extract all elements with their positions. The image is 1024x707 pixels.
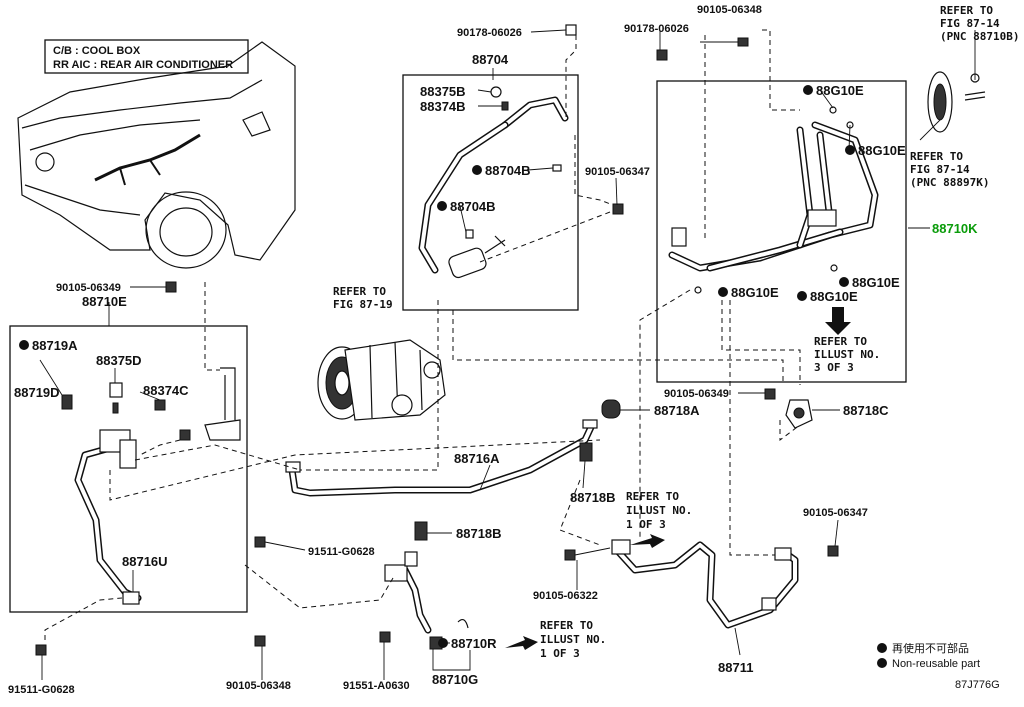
svg-text:REFER TO: REFER TO (333, 285, 386, 298)
label-90105-06348[interactable]: 90105-06348 (226, 680, 291, 692)
non-reusable-dot-icon (845, 145, 855, 155)
non-reusable-dot-icon (438, 638, 448, 648)
refer-illust-1-of-3[interactable]: REFER TO ILLUST NO. 1 OF 3 (626, 490, 692, 531)
svg-text:FIG 87-14: FIG 87-14 (940, 17, 1000, 30)
label-88G10E[interactable]: 88G10E (858, 143, 906, 158)
label-88710E[interactable]: 88710E (82, 294, 127, 309)
svg-text:REFER TO: REFER TO (940, 4, 993, 17)
refer-illust-3-of-3[interactable]: REFER TO ILLUST NO. 3 OF 3 (814, 335, 880, 374)
label-90178-06026[interactable]: 90178-06026 (457, 27, 522, 39)
svg-text:ILLUST NO.: ILLUST NO. (814, 348, 880, 361)
label-88704B[interactable]: 88704B (450, 199, 496, 214)
svg-text:1 OF 3: 1 OF 3 (540, 647, 580, 660)
label-88G10E[interactable]: 88G10E (852, 275, 900, 290)
label-88374B[interactable]: 88374B (420, 99, 466, 114)
svg-text:REFER TO: REFER TO (814, 335, 867, 348)
label-88719D[interactable]: 88719D (14, 385, 60, 400)
label-90105-06347[interactable]: 90105-06347 (803, 507, 868, 519)
label-88718A[interactable]: 88718A (654, 403, 700, 418)
label-90105-06322[interactable]: 90105-06322 (533, 590, 598, 602)
non-reusable-dot-icon (19, 340, 29, 350)
note-non-reusable-en: Non-reusable part (892, 658, 980, 670)
label-88718C[interactable]: 88718C (843, 403, 889, 418)
box-88710E (9, 325, 248, 613)
arrow-right-icon (505, 636, 538, 650)
illustration-code: 87J776G (955, 679, 1000, 691)
svg-text:FIG 87-14: FIG 87-14 (910, 163, 970, 176)
label-88G10E[interactable]: 88G10E (731, 285, 779, 300)
label-90105-06348[interactable]: 90105-06348 (697, 4, 762, 16)
svg-text:(PNC 88897K): (PNC 88897K) (910, 176, 989, 189)
svg-text:ILLUST NO.: ILLUST NO. (540, 633, 606, 646)
label-88718B[interactable]: 88718B (570, 490, 616, 505)
label-90105-06347[interactable]: 90105-06347 (585, 166, 650, 178)
non-reusable-dot-icon (803, 85, 813, 95)
ac-compressor-illustration (317, 339, 446, 421)
refer-fig-87-14-pnc-88710B[interactable]: REFER TO FIG 87-14 (PNC 88710B) (940, 4, 1019, 43)
label-90105-06349[interactable]: 90105-06349 (56, 282, 121, 294)
label-91511-G0628[interactable]: 91511-G0628 (8, 684, 75, 696)
label-88704B[interactable]: 88704B (485, 163, 531, 178)
label-88710R[interactable]: 88710R (451, 636, 497, 651)
svg-text:3 OF 3: 3 OF 3 (814, 361, 854, 374)
refer-fig-87-19[interactable]: REFER TO FIG 87-19 (333, 285, 393, 311)
vehicle-illustration (17, 41, 296, 269)
label-91551-A0630[interactable]: 91551-A0630 (343, 680, 410, 692)
label-88710G[interactable]: 88710G (432, 672, 478, 687)
arrow-right-icon (630, 534, 665, 548)
svg-text:ILLUST NO.: ILLUST NO. (626, 504, 692, 517)
label-88375B[interactable]: 88375B (420, 84, 466, 99)
non-reusable-dot-icon (877, 643, 887, 653)
label-88711[interactable]: 88711 (718, 660, 753, 675)
label-88716U[interactable]: 88716U (122, 554, 168, 569)
box-88704 (402, 74, 579, 311)
legend-line-cool-box: C/B : COOL BOX (53, 45, 141, 57)
refer-illust-1-of-3[interactable]: REFER TO ILLUST NO. 1 OF 3 (540, 619, 606, 660)
svg-text:FIG 87-19: FIG 87-19 (333, 298, 393, 311)
non-reusable-dot-icon (437, 201, 447, 211)
label-91511-G0628[interactable]: 91511-G0628 (308, 546, 375, 558)
box-88710K (656, 80, 907, 383)
label-88G10E[interactable]: 88G10E (816, 83, 864, 98)
refer-fig-87-14-pnc-88897K[interactable]: REFER TO FIG 87-14 (PNC 88897K) (910, 150, 989, 189)
label-88719A[interactable]: 88719A (32, 338, 78, 353)
label-90178-06026[interactable]: 90178-06026 (624, 23, 689, 35)
svg-text:(PNC 88710B): (PNC 88710B) (940, 30, 1019, 43)
abbreviation-legend: C/B : COOL BOX RR AIC : REAR AIR CONDITI… (44, 39, 249, 74)
label-88374C[interactable]: 88374C (143, 383, 189, 398)
label-90105-06349[interactable]: 90105-06349 (664, 388, 729, 400)
label-88704[interactable]: 88704 (472, 52, 509, 67)
non-reusable-dot-icon (839, 277, 849, 287)
non-reusable-dot-icon (472, 165, 482, 175)
legend-line-rear-ac: RR AIC : REAR AIR CONDITIONER (53, 59, 233, 71)
svg-text:1 OF 3: 1 OF 3 (626, 518, 666, 531)
svg-text:REFER TO: REFER TO (910, 150, 963, 163)
arrow-down-icon (825, 307, 851, 335)
label-88G10E[interactable]: 88G10E (810, 289, 858, 304)
label-88375D[interactable]: 88375D (96, 353, 142, 368)
note-non-reusable-jp: 再使用不可部品 (892, 641, 969, 655)
svg-text:REFER TO: REFER TO (626, 490, 679, 503)
non-reusable-dot-icon (797, 291, 807, 301)
non-reusable-dot-icon (877, 658, 887, 668)
label-88710K-highlighted[interactable]: 88710K (932, 221, 978, 236)
label-88718B[interactable]: 88718B (456, 526, 502, 541)
svg-text:REFER TO: REFER TO (540, 619, 593, 632)
non-reusable-dot-icon (718, 287, 728, 297)
label-88716A[interactable]: 88716A (454, 451, 500, 466)
